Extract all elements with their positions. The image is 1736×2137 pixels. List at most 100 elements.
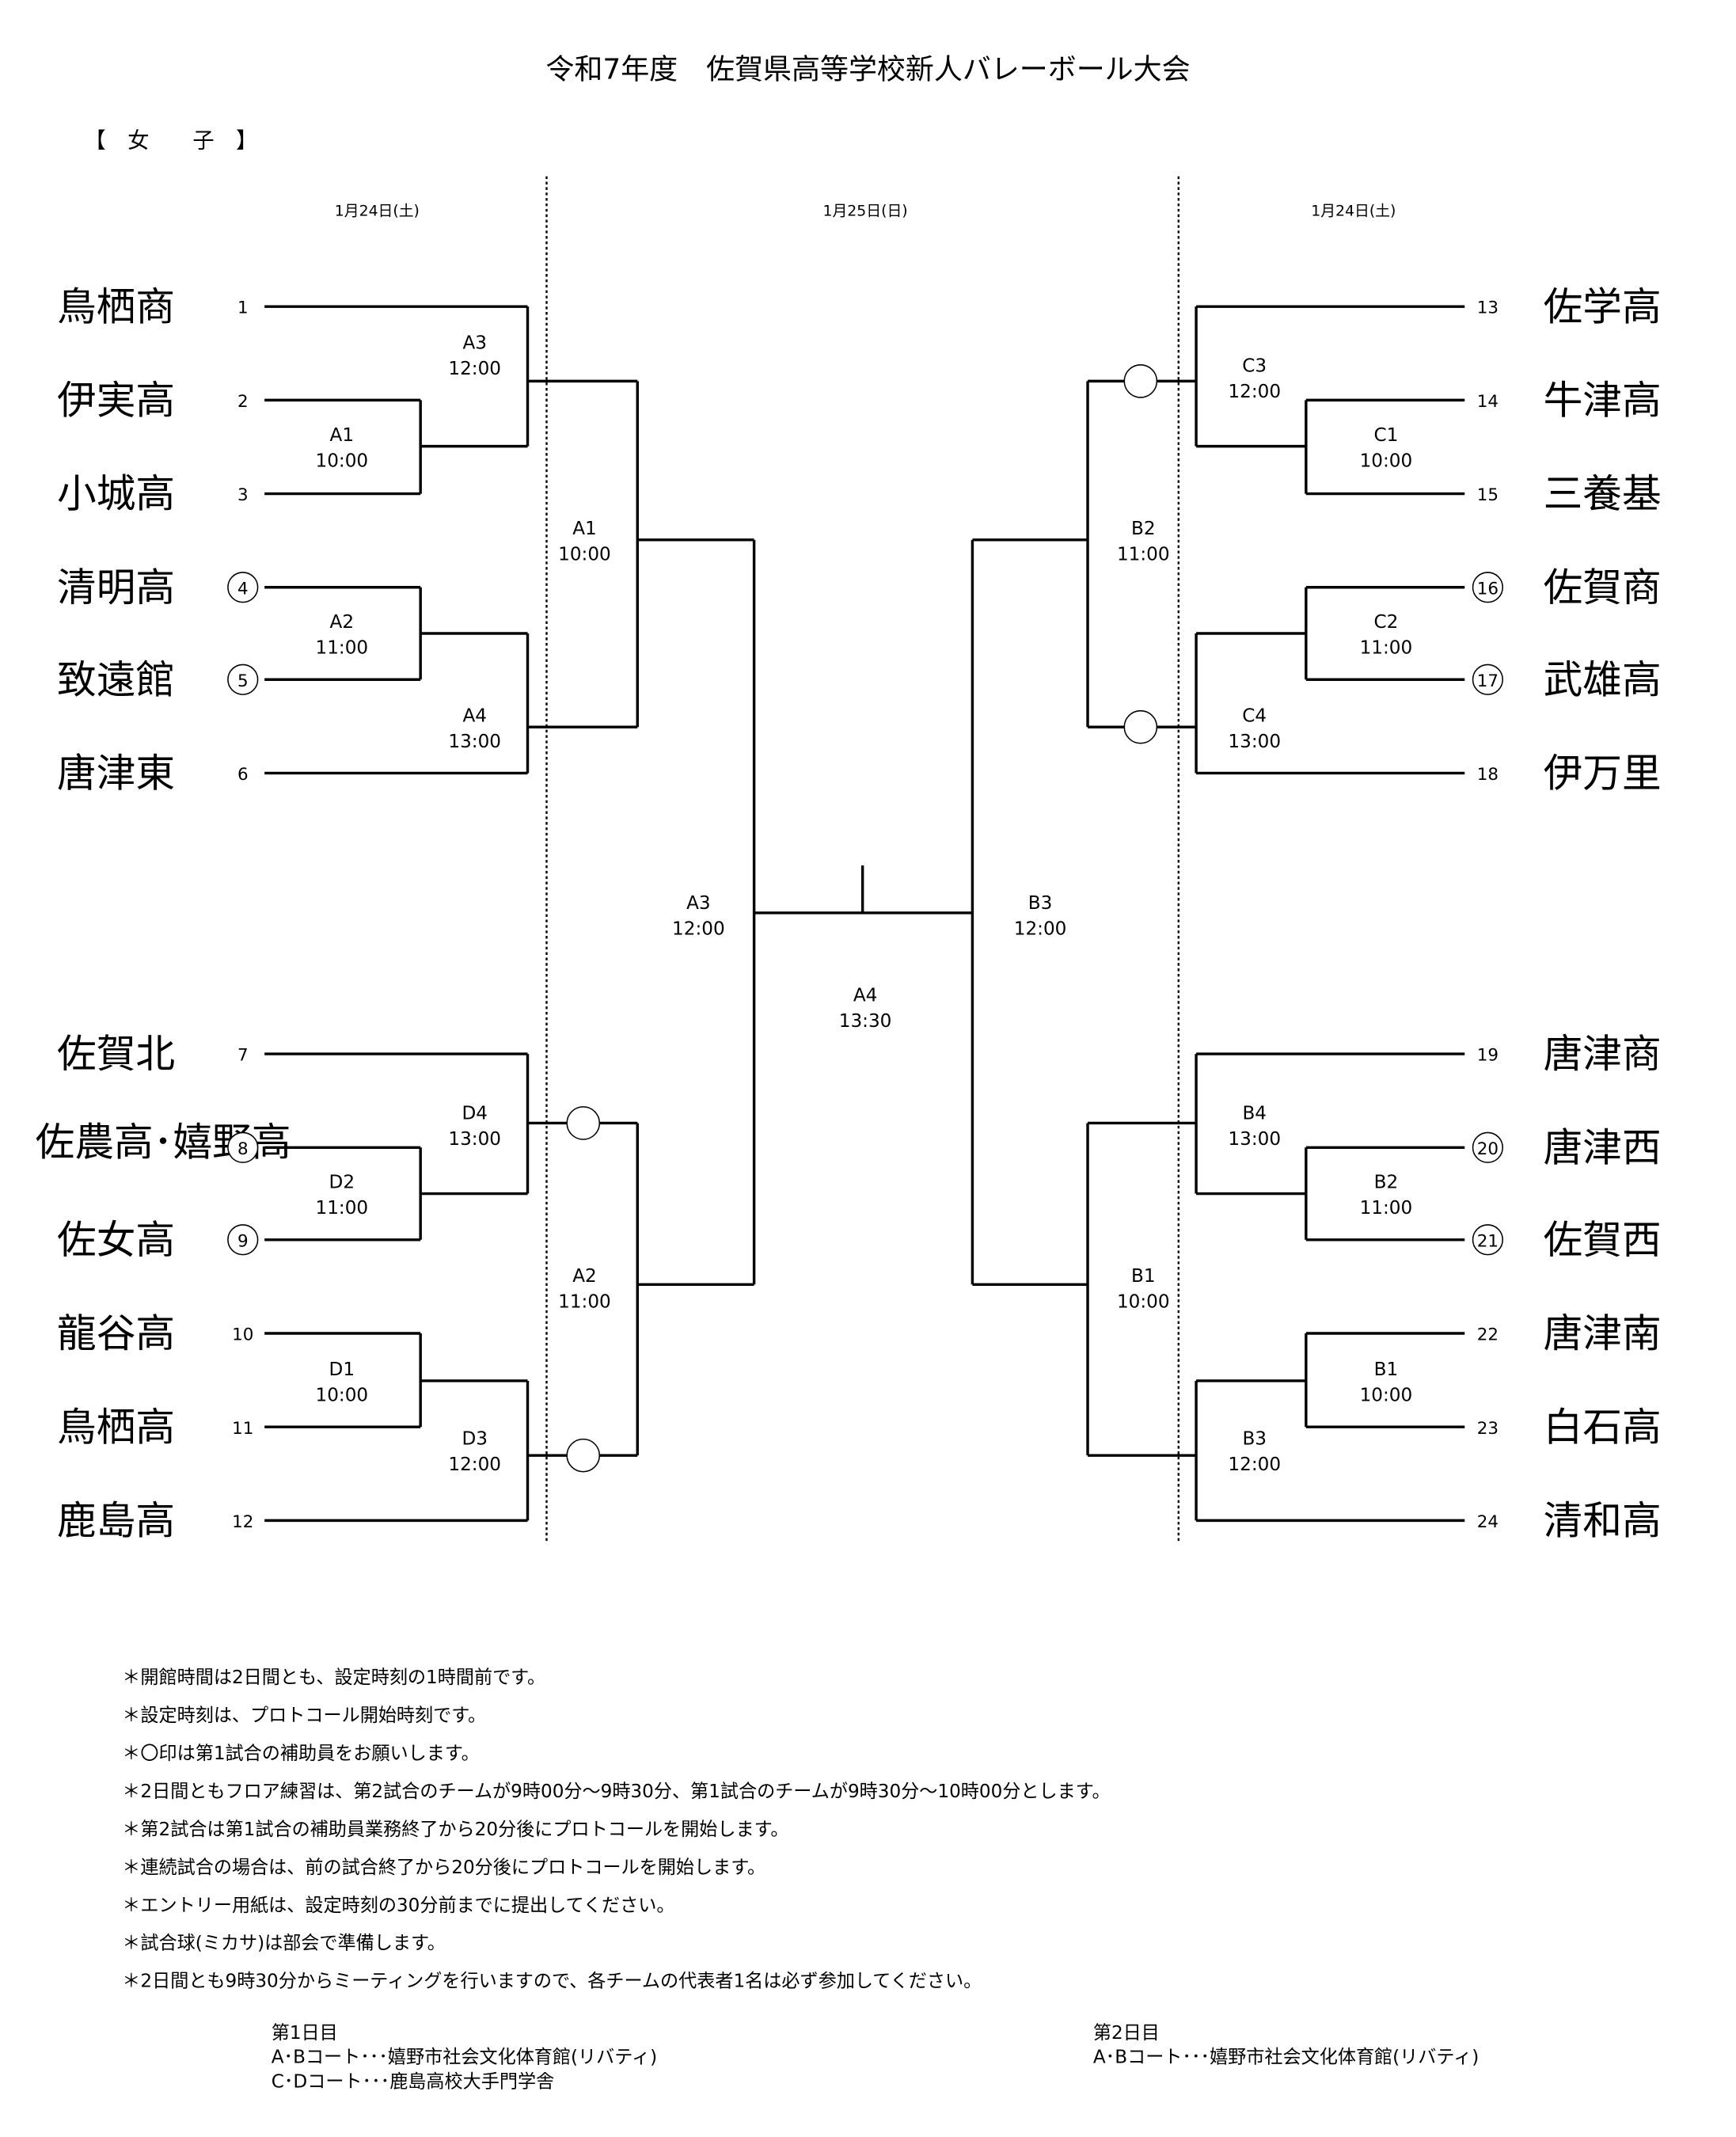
bracket-lines xyxy=(264,305,1465,1523)
match-time: 12:00 xyxy=(1228,1454,1281,1475)
team-entry: 佐賀北 7 xyxy=(57,1031,249,1077)
match-court: D4 xyxy=(462,1103,488,1124)
team-name: 白石高 xyxy=(1544,1404,1662,1450)
seed-number: 23 xyxy=(1477,1419,1499,1439)
match-court: C4 xyxy=(1242,705,1267,726)
seed-circle-icon xyxy=(1472,572,1504,603)
venue-day2: 第2日目 A･Bコート･･･嬉野市社会文化体育館(リバティ) xyxy=(1093,2023,1479,2068)
match-court: A1 xyxy=(572,519,597,539)
team-entry: 伊万里 18 xyxy=(1477,751,1662,797)
match-time: 11:00 xyxy=(1360,1198,1413,1219)
seed-number: 7 xyxy=(237,1046,249,1066)
seed-number: 19 xyxy=(1477,1046,1499,1066)
team-name: 佐賀北 xyxy=(57,1031,175,1077)
match-time: 13:00 xyxy=(448,732,501,752)
match-court: A4 xyxy=(462,705,487,726)
match-court: B2 xyxy=(1131,519,1156,539)
team-name: 佐女高 xyxy=(57,1217,175,1263)
seed-number: 6 xyxy=(237,765,249,785)
team-name: 唐津東 xyxy=(57,751,175,797)
note-item: ＊開館時間は2日間とも、設定時刻の1時間前です。 xyxy=(122,1667,545,1688)
seed-number: 17 xyxy=(1477,671,1499,691)
match-labels: A312:00A110:00A211:00A413:00A110:00D413:… xyxy=(316,333,1413,1475)
team-name: 小城高 xyxy=(57,471,175,517)
match-time: 10:00 xyxy=(316,451,369,471)
match-time: 10:00 xyxy=(1360,1386,1413,1406)
match-time: 10:00 xyxy=(316,1386,369,1406)
match-label: B4 13:00 xyxy=(1228,1103,1281,1150)
match-label: B3 12:00 xyxy=(1228,1428,1281,1475)
team-name: 致遠館 xyxy=(57,656,175,702)
team-entry: 唐津東 6 xyxy=(57,751,249,797)
notes-list: ＊開館時間は2日間とも、設定時刻の1時間前です。＊設定時刻は、プロトコール開始時… xyxy=(122,1667,1110,1992)
team-name: 佐賀商 xyxy=(1544,565,1662,610)
team-name: 牛津高 xyxy=(1544,377,1662,423)
match-court: C2 xyxy=(1373,612,1398,633)
seed-number: 20 xyxy=(1477,1139,1499,1159)
venue-day1-line: C･Dコート･･･鹿島高校大手門学舎 xyxy=(272,2071,554,2092)
team-name: 唐津商 xyxy=(1544,1031,1662,1077)
match-court: B3 xyxy=(1242,1428,1267,1449)
match-court: D3 xyxy=(462,1428,488,1449)
seed-number: 16 xyxy=(1477,579,1499,599)
match-court: B2 xyxy=(1374,1173,1399,1193)
seed-number: 4 xyxy=(237,579,249,599)
match-court: D1 xyxy=(329,1359,355,1380)
match-label: B1 10:00 xyxy=(1360,1359,1413,1406)
match-time: 10:00 xyxy=(1360,451,1413,471)
match-time: 13:00 xyxy=(1228,1129,1281,1150)
team-name: 龍谷高 xyxy=(57,1310,175,1356)
seed-number: 24 xyxy=(1477,1512,1499,1532)
venue-day1-label: 第1日目 xyxy=(272,2023,338,2044)
date-left: 1月24日(土) xyxy=(335,202,420,219)
match-court: A3 xyxy=(462,333,487,353)
helper-duty-markers xyxy=(566,364,1158,1473)
match-time: 11:00 xyxy=(1360,638,1413,659)
venue-day1: 第1日目 A･Bコート･･･嬉野市社会文化体育館(リバティ) C･Dコート･･･… xyxy=(272,2023,657,2093)
match-time: 12:00 xyxy=(1014,918,1067,939)
team-name: 伊万里 xyxy=(1544,751,1662,797)
match-time: 10:00 xyxy=(1117,1291,1170,1312)
match-court: B4 xyxy=(1242,1103,1267,1124)
helper-circle-icon xyxy=(566,1438,601,1473)
helper-circle-icon xyxy=(1123,709,1158,744)
match-court: A2 xyxy=(330,612,355,633)
match-time: 12:00 xyxy=(448,1454,501,1475)
helper-circle-icon xyxy=(566,1106,601,1140)
match-label: D3 12:00 xyxy=(448,1428,501,1475)
seed-number: 18 xyxy=(1477,765,1499,785)
seed-circle-icon xyxy=(227,1224,259,1256)
team-name: 三養基 xyxy=(1544,471,1662,517)
match-court: A1 xyxy=(330,425,355,446)
match-time: 10:00 xyxy=(558,545,611,565)
team-name: 武雄高 xyxy=(1544,656,1662,702)
seed-circle-icon xyxy=(1472,1224,1504,1256)
team-entry: 白石高 23 xyxy=(1477,1404,1662,1450)
team-entry: 佐賀商 16 xyxy=(1472,565,1662,610)
date-right: 1月24日(土) xyxy=(1311,202,1396,219)
seed-number: 13 xyxy=(1477,298,1499,318)
match-label: A1 10:00 xyxy=(316,425,369,472)
match-time: 12:00 xyxy=(448,359,501,379)
team-name: 唐津南 xyxy=(1544,1310,1662,1356)
team-name: 佐賀西 xyxy=(1544,1217,1662,1263)
match-court: B1 xyxy=(1374,1359,1399,1380)
note-item: ＊2日間とも9時30分からミーティングを行いますので、各チームの代表者1名は必ず… xyxy=(122,1972,982,1992)
